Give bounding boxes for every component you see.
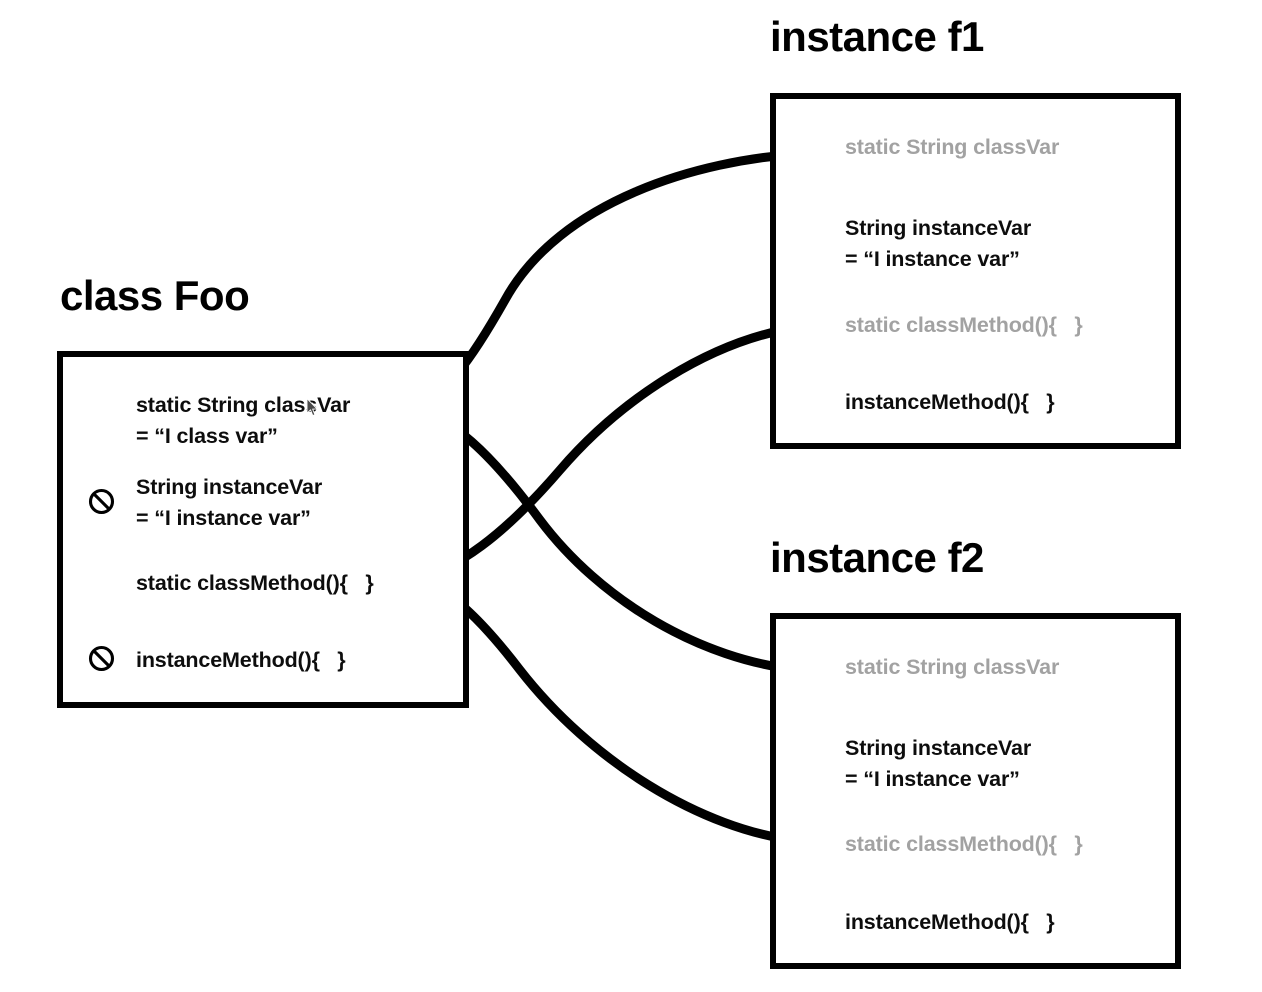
f1-member-instance-method: instanceMethod(){ } <box>845 390 1055 414</box>
f2-member-instance-field: String instanceVar = “I instance var” <box>845 736 1032 791</box>
connector-f1-classvar <box>410 149 801 414</box>
f2-member-static-field: static String classVar <box>845 655 1060 679</box>
class-foo-box <box>57 351 469 708</box>
prohibited-icon <box>88 488 115 515</box>
connector-f1-classmethod <box>414 322 801 584</box>
f1-member-instance-field: String instanceVar = “I instance var” <box>845 216 1032 271</box>
mouse-pointer-icon <box>306 398 319 417</box>
class-member-instance-method: instanceMethod(){ } <box>136 648 346 672</box>
connector-f2-classvar <box>411 402 801 675</box>
class-member-instance-field: String instanceVar = “I instance var” <box>136 475 323 530</box>
instance-f2-title: instance f2 <box>770 534 984 581</box>
f2-member-instance-method: instanceMethod(){ } <box>845 910 1055 934</box>
class-foo-title: class Foo <box>60 272 250 319</box>
prohibited-icon <box>88 645 115 672</box>
instance-f2-box <box>770 613 1181 969</box>
f1-member-static-method: static classMethod(){ } <box>845 313 1083 337</box>
connector-f2-classmethod <box>413 572 801 846</box>
class-member-static-method: static classMethod(){ } <box>136 571 374 595</box>
f1-member-static-field: static String classVar <box>845 135 1060 159</box>
instance-f1-box <box>770 93 1181 449</box>
instance-f1-title: instance f1 <box>770 13 984 60</box>
f2-member-static-method: static classMethod(){ } <box>845 832 1083 856</box>
